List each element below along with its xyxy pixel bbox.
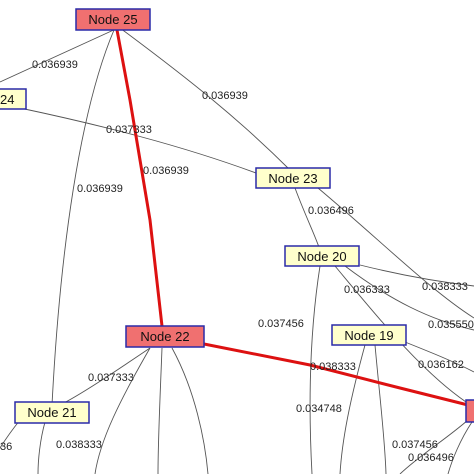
node-25[interactable]: Node 25 <box>75 8 151 31</box>
edge-n22-down-left[interactable] <box>94 347 151 474</box>
edge-n22-right[interactable] <box>203 342 469 407</box>
edge-n25-n23[interactable] <box>119 27 291 171</box>
node-20[interactable]: Node 20 <box>284 245 360 267</box>
edge-label-n25-n23: 0.036939 <box>202 90 248 102</box>
edge-label-n25-n21: 0.036939 <box>77 183 123 195</box>
edge-n20-right-upper[interactable] <box>359 264 474 287</box>
edge-right-down[interactable] <box>399 419 469 474</box>
edge-label-n20-down: 0.037456 <box>258 318 304 330</box>
node-label: Node 22 <box>140 329 189 344</box>
edge-n23-n20[interactable] <box>294 187 321 251</box>
edge-label-n25-n22: 0.036939 <box>143 165 189 177</box>
edge-n25-n24[interactable] <box>0 27 119 83</box>
edge-label-n22-n21: 0.037333 <box>88 372 134 384</box>
edge-label-n20-r2: 0.035550 <box>428 319 474 331</box>
node-label: Node 21 <box>27 405 76 420</box>
edge-n22-down2[interactable] <box>157 347 163 474</box>
node-label: Node 25 <box>88 12 137 27</box>
edge-label-n23-n20: 0.036496 <box>308 205 354 217</box>
edge-right-down2[interactable] <box>447 421 473 474</box>
edge-labels: 0.036939 0.036939 0.037333 0.036939 0.03… <box>0 59 474 464</box>
node-label: Node 23 <box>268 171 317 186</box>
highlight-path <box>115 29 469 407</box>
edge-label-n22-right: 0.038333 <box>310 361 356 373</box>
edge-n21-down[interactable] <box>37 421 46 474</box>
edge-label-right-down2: 0.036496 <box>408 452 454 464</box>
edge-label-right-down: 0.037456 <box>392 439 438 451</box>
edge-label-n22-down: 0.038333 <box>56 439 102 451</box>
node-24[interactable]: 24 <box>0 88 27 110</box>
node-19[interactable]: Node 19 <box>331 324 407 346</box>
edge-n19-right[interactable] <box>404 341 474 373</box>
node-22[interactable]: Node 22 <box>125 325 205 348</box>
node-label: Node 20 <box>297 249 346 264</box>
edge-n24-n23[interactable] <box>19 107 257 174</box>
node-right-partial[interactable] <box>465 399 474 423</box>
edge-n19-down[interactable] <box>339 344 366 474</box>
node-layer: Node 25 24 Node 23 Node 20 Node 22 Node … <box>0 8 474 424</box>
edge-n25-n22[interactable] <box>115 29 164 327</box>
edge-n19-down2[interactable] <box>374 344 387 474</box>
edge-label-n19-down: 0.034748 <box>296 403 342 415</box>
edge-label-n20-right: 0.036333 <box>344 284 390 296</box>
edge-n23-right[interactable] <box>317 187 474 319</box>
edge-n25-n21[interactable] <box>51 29 115 406</box>
edge-n20-r2[interactable] <box>344 265 474 331</box>
edge-label-n21-left: 36 <box>0 441 12 453</box>
edge-label-n19-right: 0.036162 <box>418 359 464 371</box>
node-23[interactable]: Node 23 <box>255 167 331 189</box>
edge-label-n25-n24: 0.036939 <box>32 59 78 71</box>
edge-label-n23-right: 0.038333 <box>422 281 468 293</box>
edge-n22-down[interactable] <box>171 347 209 474</box>
node-label: 24 <box>0 92 14 107</box>
node-21[interactable]: Node 21 <box>14 401 90 424</box>
edge-label-n24-n23: 0.037333 <box>106 124 152 136</box>
node-label: Node 19 <box>344 328 393 343</box>
